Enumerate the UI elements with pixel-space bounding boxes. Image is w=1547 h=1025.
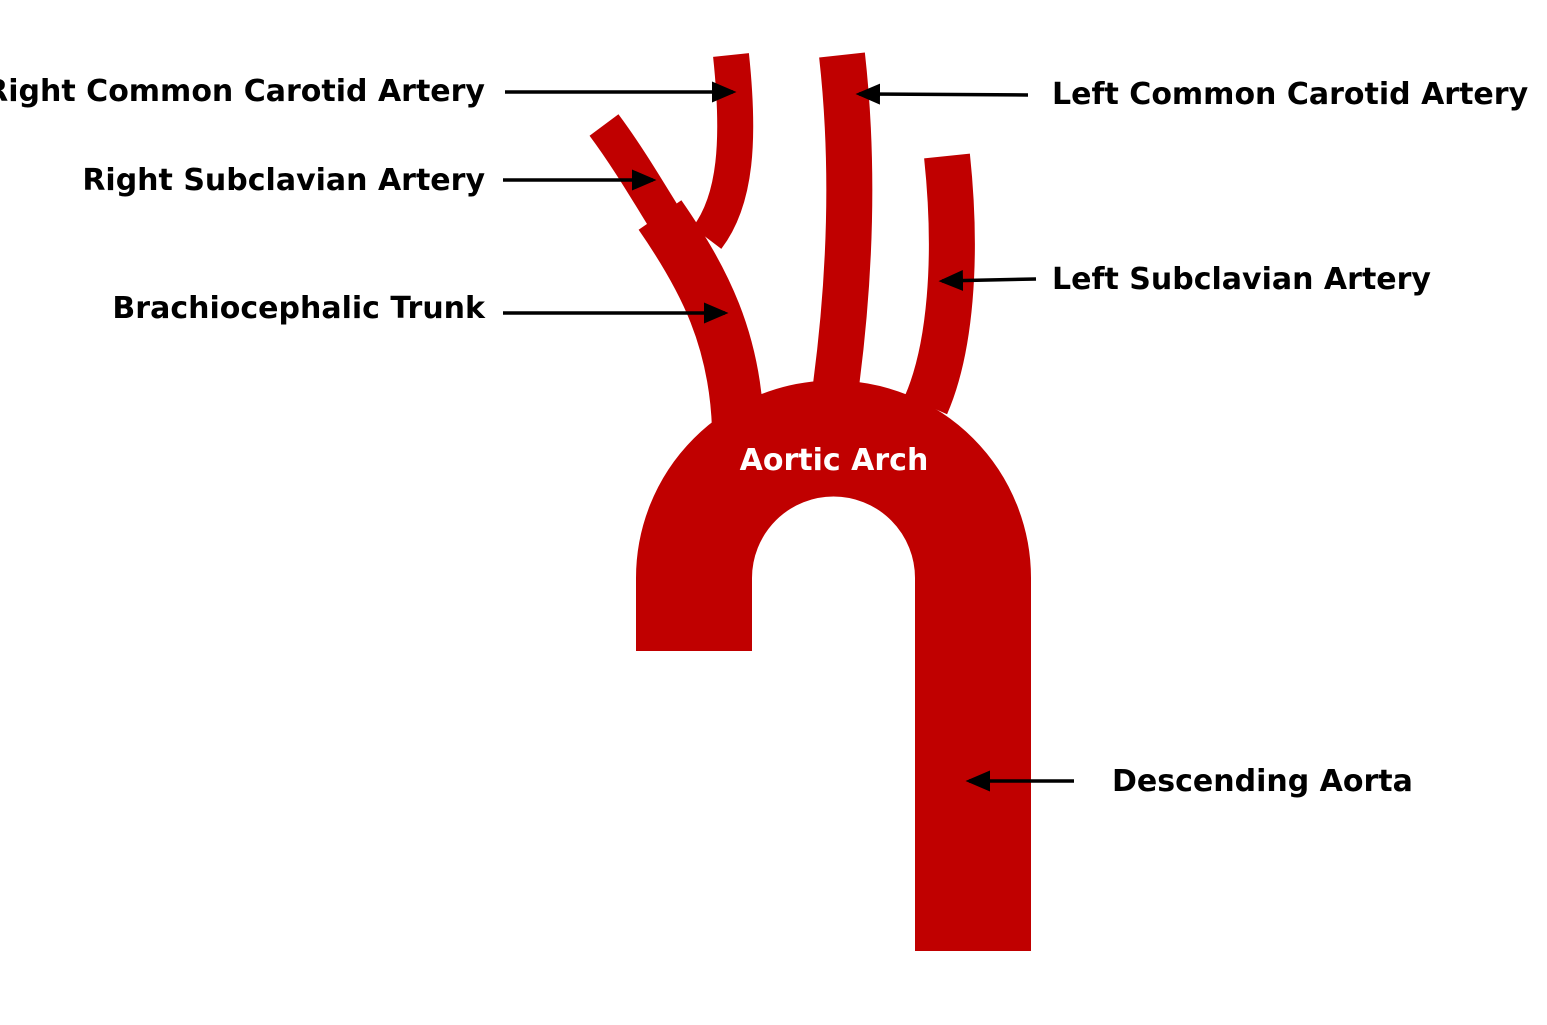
label-descending-aorta: Descending Aorta <box>1112 764 1413 799</box>
left-common-carotid-vessel <box>834 55 849 400</box>
label-aortic-arch: Aortic Arch <box>740 443 929 478</box>
aortic-arch-vessel <box>694 439 973 952</box>
label-right-common-carotid-artery: Right Common Carotid Artery <box>0 74 485 109</box>
label-right-subclavian-artery: Right Subclavian Artery <box>82 163 485 198</box>
label-brachiocephalic-trunk: Brachiocephalic Trunk <box>112 291 486 326</box>
pointer-left-common-carotid <box>859 94 1028 95</box>
vessels <box>604 55 973 951</box>
brachiocephalic-trunk-vessel <box>660 215 738 428</box>
right-common-carotid-vessel <box>707 55 735 238</box>
label-left-subclavian-artery: Left Subclavian Artery <box>1052 262 1431 297</box>
label-left-common-carotid-artery: Left Common Carotid Artery <box>1052 77 1529 112</box>
pointer-left-subclavian <box>942 279 1036 281</box>
